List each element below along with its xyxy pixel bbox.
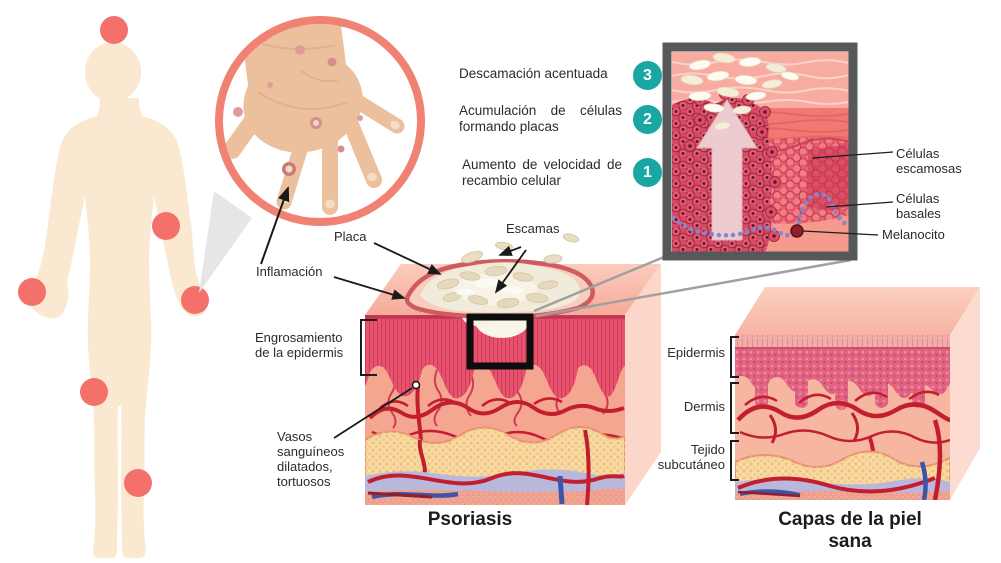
inset-pointer-lines (802, 151, 894, 236)
vasos-label: Vasos sanguíneos dilatados, tortuosos (277, 429, 345, 490)
vasos-pointer-dot (411, 380, 421, 390)
affected-dot-knee (80, 378, 108, 406)
epidermis-label: Epidermis (667, 345, 725, 360)
psoriasis-title: Psoriasis (427, 509, 513, 530)
inset-scales (680, 52, 800, 131)
step-1-label: Aumento de velocidad de recambio celular (462, 157, 622, 188)
placa-arrow (373, 242, 442, 275)
melanocyte-cell (790, 224, 804, 238)
step-3-label: Descamación acentuada (459, 66, 608, 81)
affected-dot-head (100, 16, 128, 44)
plaque-scales (436, 265, 559, 309)
hand-photo-inset (215, 16, 425, 226)
inflamacion-arrow (333, 276, 406, 300)
body-silhouette (18, 16, 209, 558)
microscopic-inset-box (662, 42, 894, 261)
layer-brackets (360, 319, 739, 481)
step-3-badge: 3 (633, 61, 662, 90)
zoom-square (466, 313, 534, 370)
capas-title: Capas de la piel sana (778, 509, 922, 552)
zoom-connector-lines (533, 255, 852, 318)
affected-dot-ankle (124, 469, 152, 497)
hand-plaque-arrow (260, 186, 290, 265)
squamous-cells-label: Células escamosas (896, 146, 962, 177)
affected-dot-right-wrist (181, 286, 209, 314)
escamas-arrow-left (498, 245, 522, 256)
step-1-badge: 1 (633, 158, 662, 187)
healthy-skin-block (735, 287, 980, 500)
tejido-subcutaneo-label: Tejido subcutáneo (657, 442, 725, 473)
tejido-bracket (730, 440, 739, 481)
step-1-number: 1 (643, 163, 652, 181)
vasos-pointer-line (333, 387, 413, 439)
escamas-label: Escamas (506, 221, 560, 236)
affected-dot-elbow (152, 212, 180, 240)
cell-turnover-arrow (696, 99, 758, 241)
dermis-label: Dermis (683, 399, 725, 414)
step-2-number: 2 (643, 110, 652, 128)
annotation-arrows (333, 242, 527, 439)
step-3-number: 3 (643, 66, 652, 84)
affected-dot-left-wrist (18, 278, 46, 306)
step-2-badge: 2 (633, 105, 662, 134)
epidermis-bracket (730, 336, 739, 378)
plaque-art (404, 259, 595, 320)
basal-cells-label: Células basales (896, 191, 941, 222)
plaque-highlights (456, 278, 524, 296)
placa-label: Placa (334, 229, 367, 244)
dermis-bracket (730, 382, 739, 434)
escamas-arrow-down (494, 249, 527, 294)
basal-cell-line (672, 192, 849, 238)
melanocyte-label: Melanocito (882, 227, 945, 242)
step-2-label: Acumulación de células formando placas (459, 103, 622, 134)
magnifier-cone (199, 191, 252, 293)
inflamacion-label: Inflamación (256, 264, 323, 279)
engrosamiento-label: Engrosamiento de la epidermis (255, 330, 344, 361)
psoriasis-skin-block (365, 233, 661, 505)
engrosamiento-bracket (360, 319, 377, 376)
affected-area-dots (18, 16, 209, 497)
